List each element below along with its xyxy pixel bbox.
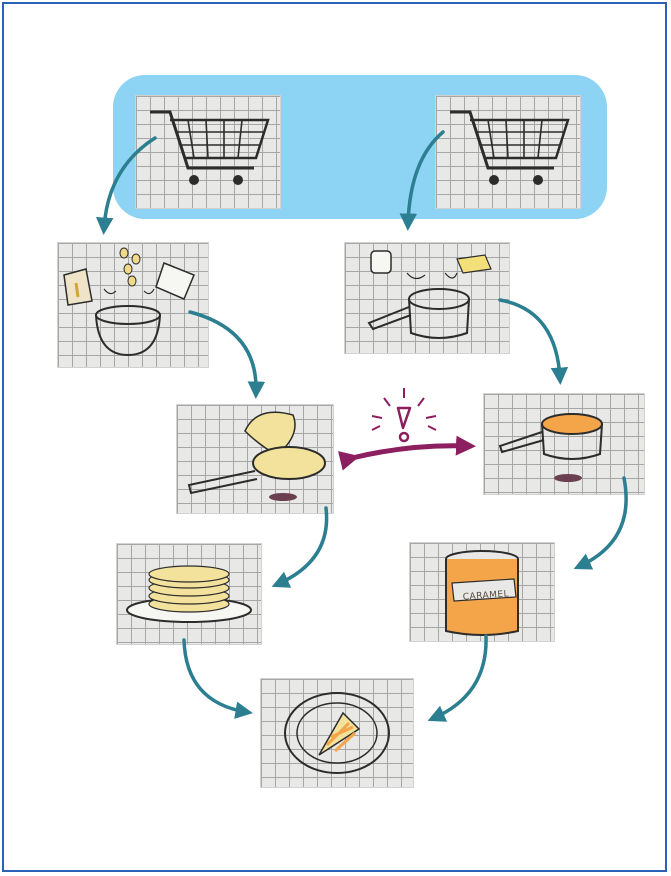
card-saucepan-caramel — [484, 394, 644, 494]
shopping-cart-icon — [136, 96, 280, 208]
card-caramel-jar: CARAMEL — [410, 543, 554, 641]
mixing-bowl-icon — [58, 243, 208, 367]
card-crepe-stack — [117, 544, 261, 644]
shopping-cart-icon — [436, 96, 580, 208]
card-cart-left — [136, 96, 280, 208]
card-mix-ingredients — [58, 243, 208, 367]
card-saucepan-ingredients — [345, 243, 509, 353]
crepe-stack-icon — [117, 544, 261, 644]
crepe-flip-icon — [177, 405, 333, 513]
card-final-plate — [261, 679, 413, 787]
caramel-cooking-icon — [484, 394, 644, 494]
card-frying-pan — [177, 405, 333, 513]
card-cart-right — [436, 96, 580, 208]
plated-crepe-icon — [261, 679, 413, 787]
saucepan-butter-icon — [345, 243, 509, 353]
